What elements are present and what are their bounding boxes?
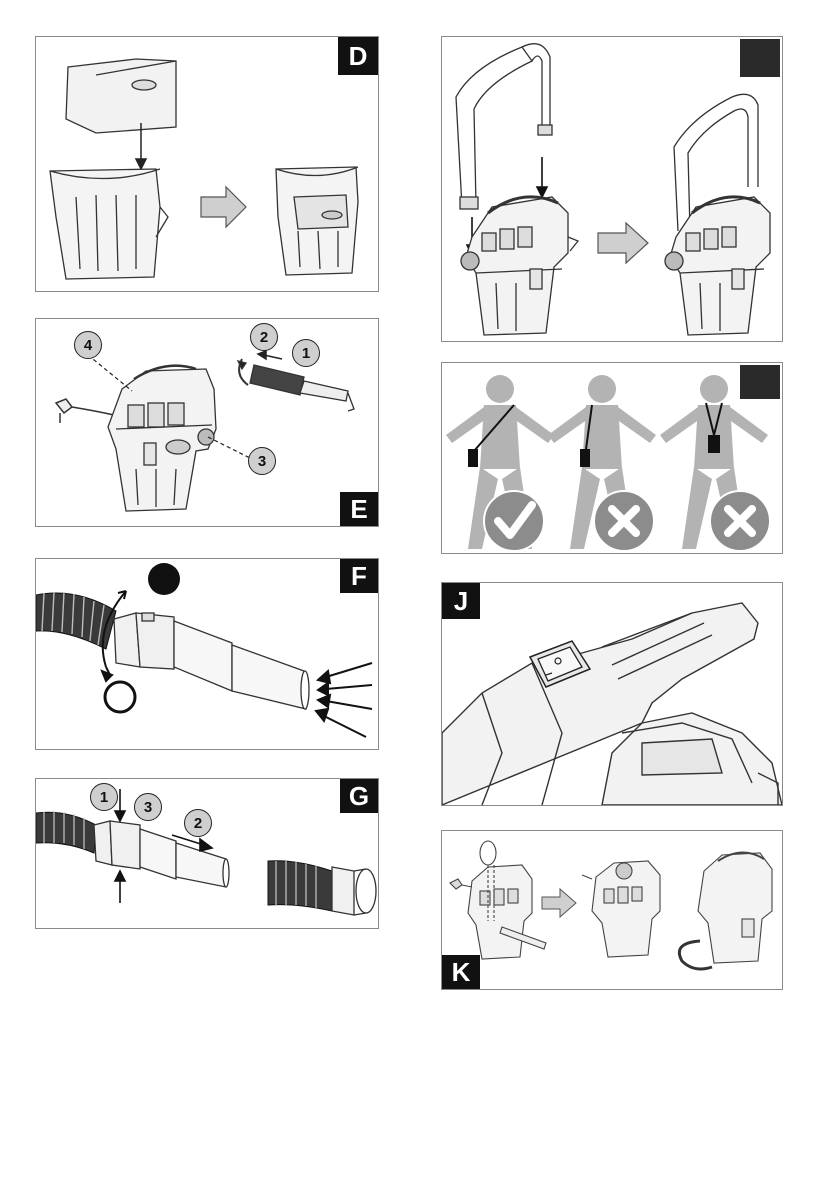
panel-d-illustration	[36, 37, 378, 291]
panel-badge-j: J	[442, 583, 480, 619]
power-cord-icon	[56, 399, 114, 423]
vacuum-body-icon	[468, 865, 532, 959]
panel-d-filter-insertion: D	[35, 36, 379, 292]
callout-3: 3	[248, 447, 276, 475]
panel-j-power-switch: J	[441, 582, 783, 806]
filter-basket-icon	[50, 169, 168, 279]
callout-1: 1	[90, 783, 118, 811]
vacuum-body-icon	[665, 197, 770, 335]
panel-badge-g: G	[340, 779, 378, 813]
panel-badge-i	[740, 365, 780, 399]
panel-f-blower-mode: F	[35, 558, 379, 750]
panel-i-carrying-posture	[441, 362, 783, 554]
unlocked-indicator-icon	[105, 682, 135, 712]
panel-badge-k: K	[442, 955, 480, 989]
panel-i-illustration	[442, 363, 782, 553]
vacuum-body-icon	[108, 366, 216, 511]
cross-mark-icon	[710, 491, 770, 551]
callout-2: 2	[250, 323, 278, 351]
transition-arrow-icon	[542, 889, 576, 917]
airflow-arrows-icon	[316, 663, 372, 737]
vacuum-body-icon	[582, 861, 660, 957]
panel-e-hose-connection: 4 2 1 3 E	[35, 318, 379, 527]
panel-h-illustration	[442, 37, 782, 341]
corrugated-hose-icon	[36, 593, 116, 649]
transition-arrow-icon	[598, 223, 648, 263]
vacuum-stored-icon	[679, 852, 772, 969]
extension-tube-icon	[140, 829, 229, 887]
push-arrow-icon	[258, 351, 282, 359]
locked-indicator-icon	[148, 563, 180, 595]
extension-tube-icon	[174, 621, 309, 709]
hose-coupling-icon	[114, 613, 174, 669]
corrugated-hose-icon	[36, 812, 96, 853]
callout-4: 4	[74, 331, 102, 359]
callout-3: 3	[134, 793, 162, 821]
filter-basket-assembled-icon	[276, 167, 358, 275]
callout-2: 2	[184, 809, 212, 837]
panel-k-storage: K	[441, 830, 783, 990]
panel-k-illustration	[442, 831, 782, 989]
power-cord-icon	[450, 879, 472, 889]
hose-adapter-icon	[238, 359, 354, 411]
vacuum-top-icon	[442, 603, 782, 805]
hose-end-icon	[268, 861, 332, 911]
panel-badge-d: D	[338, 37, 378, 75]
hose-coupling-icon	[94, 821, 140, 869]
cross-mark-icon	[594, 491, 654, 551]
transition-arrow-icon	[201, 187, 246, 227]
panel-j-illustration	[442, 583, 782, 805]
panel-g-tube-attachment: 1 3 2 G	[35, 778, 379, 929]
panel-badge-f: F	[340, 559, 378, 593]
shoulder-strap-icon	[456, 44, 552, 209]
callout-1: 1	[292, 339, 320, 367]
filter-bag-icon	[66, 59, 176, 133]
check-mark-icon	[484, 491, 544, 551]
panel-f-illustration	[36, 559, 378, 749]
panel-badge-e: E	[340, 492, 378, 526]
panel-h-shoulder-strap	[441, 36, 783, 342]
panel-badge-h	[740, 39, 780, 77]
panel-g-illustration	[36, 779, 378, 928]
vacuum-body-icon	[461, 197, 578, 335]
